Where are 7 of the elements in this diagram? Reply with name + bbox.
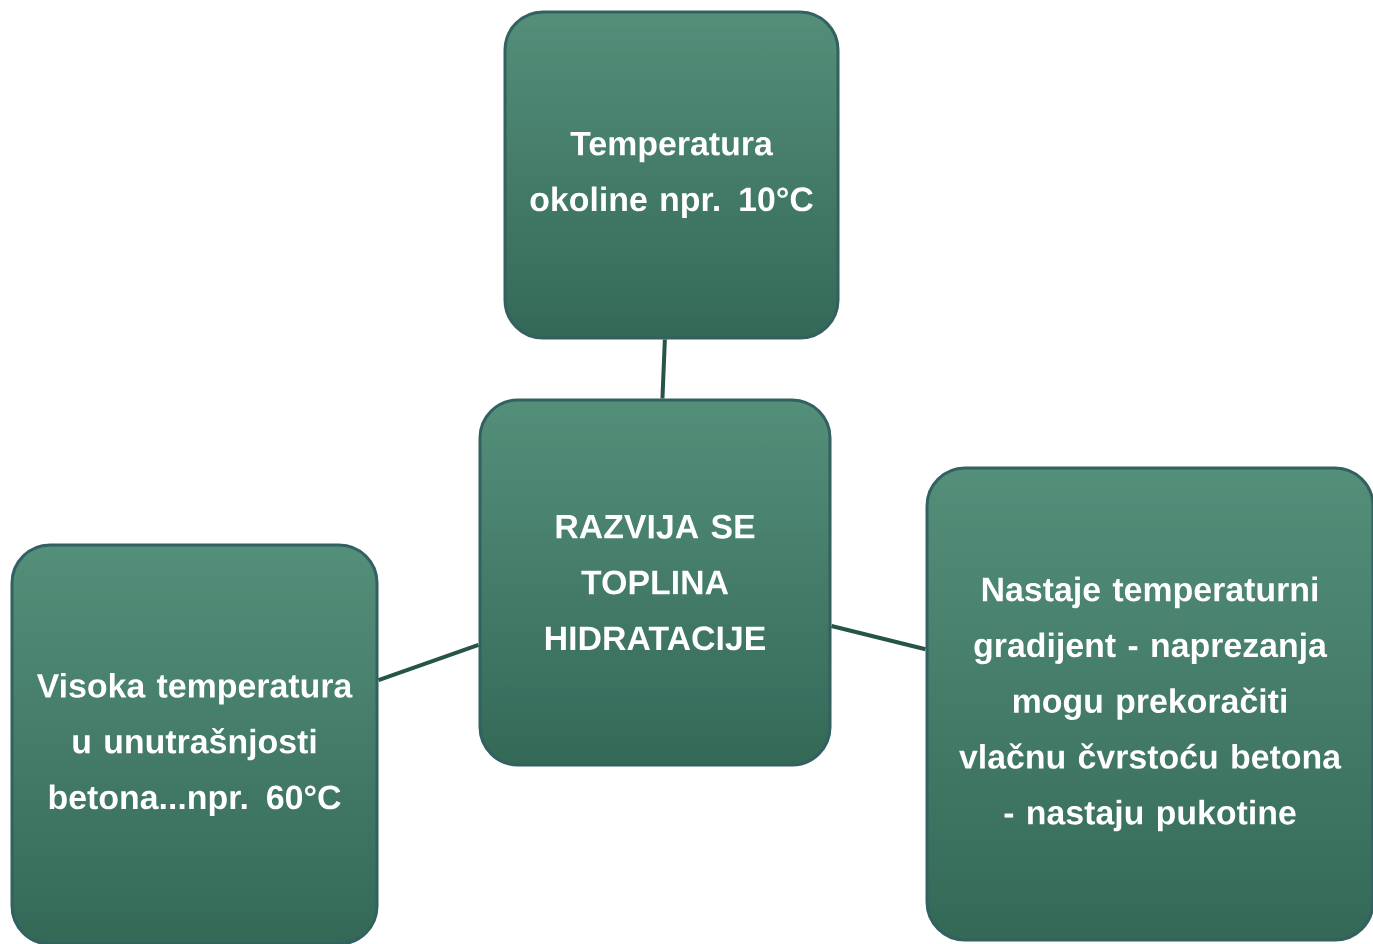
text-box: Nastaje temperaturni gradijent - naprezanja mogu prekoračiti vlačnu čvrstoću betona - nastaju pukotine	[925, 466, 1373, 942]
connector-line	[831, 624, 926, 652]
text-box: Visoka temperatura u unutrašnjosti betona...npr. 60°C	[10, 543, 379, 944]
connector-line	[660, 339, 667, 399]
text-box: Temperatura okoline npr. 10°C	[503, 10, 840, 340]
text-box: RAZVIJA SE TOPLINA HIDRATACIJE	[478, 398, 832, 767]
connector-line	[377, 642, 480, 682]
